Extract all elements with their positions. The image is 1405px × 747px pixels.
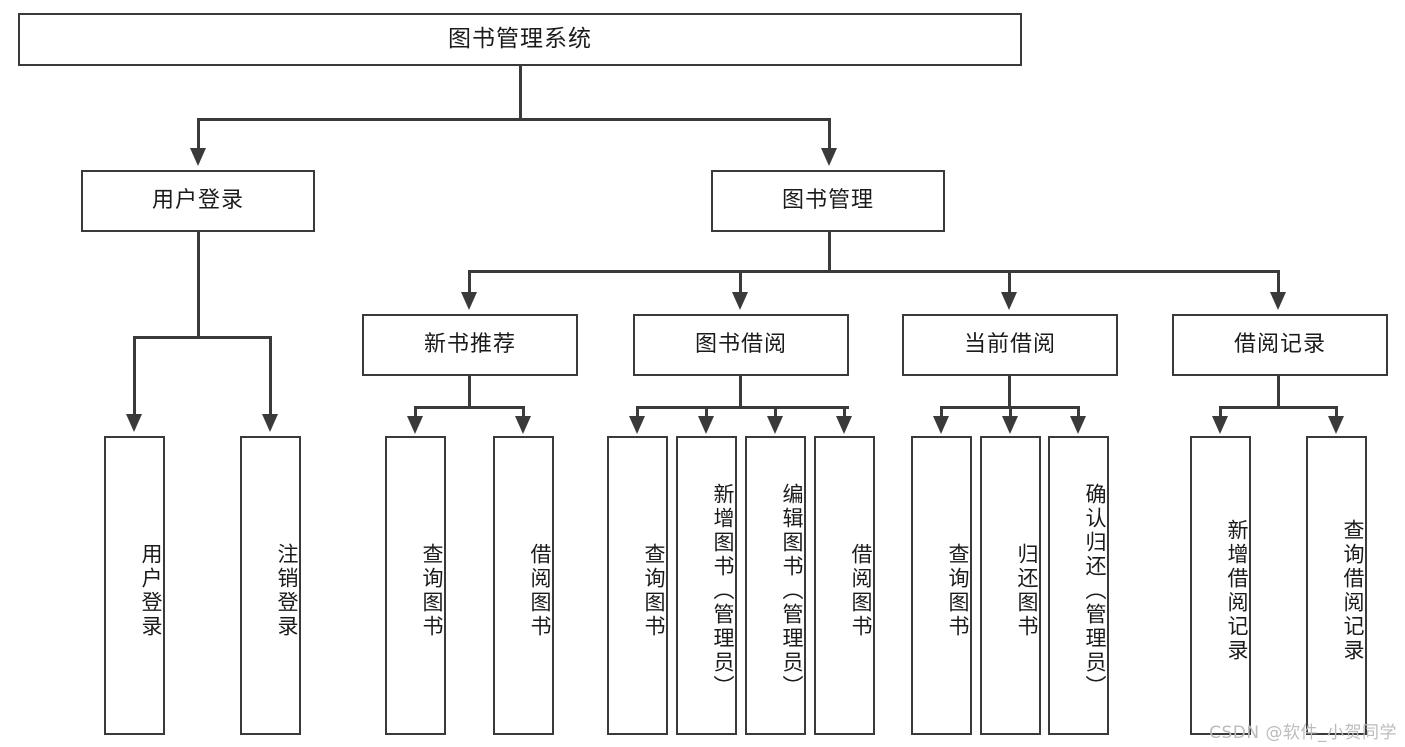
node-user-login[interactable]: 用户登录 (81, 170, 315, 232)
edge-bm-to-borrow-record (1277, 270, 1280, 294)
arrowhead-leaf-borrow-record-1 (1328, 416, 1344, 434)
arrowhead-leaf-borrow-record-0 (1212, 416, 1228, 434)
edge-root-to-user-login (197, 118, 200, 150)
node-leaf-current-borrow-query[interactable]: 查询图书 (911, 436, 972, 735)
node-label: 编辑图书（管理员） (780, 482, 804, 699)
node-label: 图书管理 (781, 187, 874, 213)
node-label: 用户登录 (151, 187, 244, 213)
edge-book-borrow-stem (739, 376, 742, 406)
edge-bm-to-book-borrow (739, 270, 742, 294)
arrowhead-book-management (821, 148, 837, 166)
node-borrow-record[interactable]: 借阅记录 (1172, 314, 1388, 376)
edge-book-borrow-bus (636, 406, 849, 409)
node-label: 注销登录 (275, 542, 299, 639)
arrowhead-leaf-book-borrow-1 (698, 416, 714, 434)
edge-book-borrow-to-leaf-1 (705, 406, 708, 418)
node-label: 借阅图书 (528, 542, 552, 639)
node-label: 借阅图书 (849, 542, 873, 639)
node-leaf-borrow-record-add[interactable]: 新增借阅记录 (1190, 436, 1251, 735)
edge-book-borrow-to-leaf-3 (843, 406, 846, 418)
node-book-borrow[interactable]: 图书借阅 (633, 314, 849, 376)
node-label: 归还图书 (1015, 542, 1039, 639)
node-label: 新增图书（管理员） (711, 482, 735, 699)
node-label: 新书推荐 (423, 331, 516, 357)
arrowhead-leaf-book-borrow-2 (767, 416, 783, 434)
node-book-management[interactable]: 图书管理 (711, 170, 945, 232)
node-new-book-recommend[interactable]: 新书推荐 (362, 314, 578, 376)
node-label: 借阅记录 (1233, 331, 1326, 357)
edge-user-login-to-leaf-1 (269, 336, 272, 416)
arrowhead-user-login (190, 148, 206, 166)
edge-current-borrow-to-leaf-2 (1077, 406, 1080, 418)
node-root-book-management-system[interactable]: 图书管理系统 (18, 13, 1022, 66)
edge-root-to-book-management (828, 118, 831, 150)
node-label: 查询图书 (642, 542, 666, 639)
edge-book-management-stem (828, 232, 831, 270)
edge-new-book-bus (414, 406, 525, 409)
arrowhead-leaf-book-borrow-3 (836, 416, 852, 434)
arrowhead-book-borrow (732, 292, 748, 310)
node-leaf-borrow-record-query[interactable]: 查询借阅记录 (1306, 436, 1367, 735)
node-label: 图书借阅 (694, 331, 787, 357)
edge-user-login-to-leaf-0 (133, 336, 136, 416)
node-label: 查询图书 (946, 542, 970, 639)
arrowhead-leaf-book-borrow-0 (629, 416, 645, 434)
edge-user-login-bus (133, 336, 272, 339)
node-leaf-user-login-login[interactable]: 用户登录 (104, 436, 165, 735)
edge-root-stem (519, 66, 522, 118)
node-leaf-book-borrow-add[interactable]: 新增图书（管理员） (676, 436, 737, 735)
edge-new-book-stem (468, 376, 471, 406)
node-leaf-book-borrow-borrow[interactable]: 借阅图书 (814, 436, 875, 735)
edge-borrow-record-to-leaf-1 (1335, 406, 1338, 418)
edge-user-login-stem (197, 232, 200, 336)
arrowhead-new-book-recommend (461, 292, 477, 310)
node-current-borrow[interactable]: 当前借阅 (902, 314, 1118, 376)
edge-new-book-to-leaf-0 (414, 406, 417, 418)
node-leaf-current-borrow-return[interactable]: 归还图书 (980, 436, 1041, 735)
arrowhead-leaf-new-book-0 (407, 416, 423, 434)
node-label: 当前借阅 (963, 331, 1056, 357)
node-label: 确认归还（管理员） (1083, 482, 1107, 699)
node-label: 查询借阅记录 (1341, 518, 1365, 663)
node-leaf-book-borrow-edit[interactable]: 编辑图书（管理员） (745, 436, 806, 735)
edge-book-management-bus (468, 270, 1280, 273)
arrowhead-borrow-record (1270, 292, 1286, 310)
node-label: 用户登录 (139, 542, 163, 639)
arrowhead-leaf-new-book-1 (515, 416, 531, 434)
node-label: 新增借阅记录 (1225, 518, 1249, 663)
edge-current-borrow-to-leaf-1 (1009, 406, 1012, 418)
edge-borrow-record-stem (1277, 376, 1280, 406)
edge-bm-to-current-borrow (1008, 270, 1011, 294)
arrowhead-current-borrow (1001, 292, 1017, 310)
arrowhead-leaf-user-login-0 (126, 414, 142, 432)
node-leaf-user-login-logout[interactable]: 注销登录 (240, 436, 301, 735)
arrowhead-leaf-current-borrow-2 (1070, 416, 1086, 434)
node-label: 图书管理系统 (448, 25, 592, 52)
node-leaf-new-book-borrow[interactable]: 借阅图书 (493, 436, 554, 735)
node-leaf-new-book-query[interactable]: 查询图书 (385, 436, 446, 735)
node-label: 查询图书 (420, 542, 444, 639)
edge-bm-to-new-book (468, 270, 471, 294)
edge-new-book-to-leaf-1 (522, 406, 525, 418)
edge-root-bus (197, 118, 831, 121)
edge-current-borrow-to-leaf-0 (940, 406, 943, 418)
edge-current-borrow-stem (1008, 376, 1011, 406)
edge-borrow-record-to-leaf-0 (1219, 406, 1222, 418)
edge-book-borrow-to-leaf-2 (774, 406, 777, 418)
edge-book-borrow-to-leaf-0 (636, 406, 639, 418)
arrowhead-leaf-current-borrow-0 (933, 416, 949, 434)
arrowhead-leaf-user-login-1 (262, 414, 278, 432)
edge-borrow-record-bus (1219, 406, 1338, 409)
node-leaf-book-borrow-query[interactable]: 查询图书 (607, 436, 668, 735)
node-leaf-current-borrow-confirm-return[interactable]: 确认归还（管理员） (1048, 436, 1109, 735)
arrowhead-leaf-current-borrow-1 (1002, 416, 1018, 434)
